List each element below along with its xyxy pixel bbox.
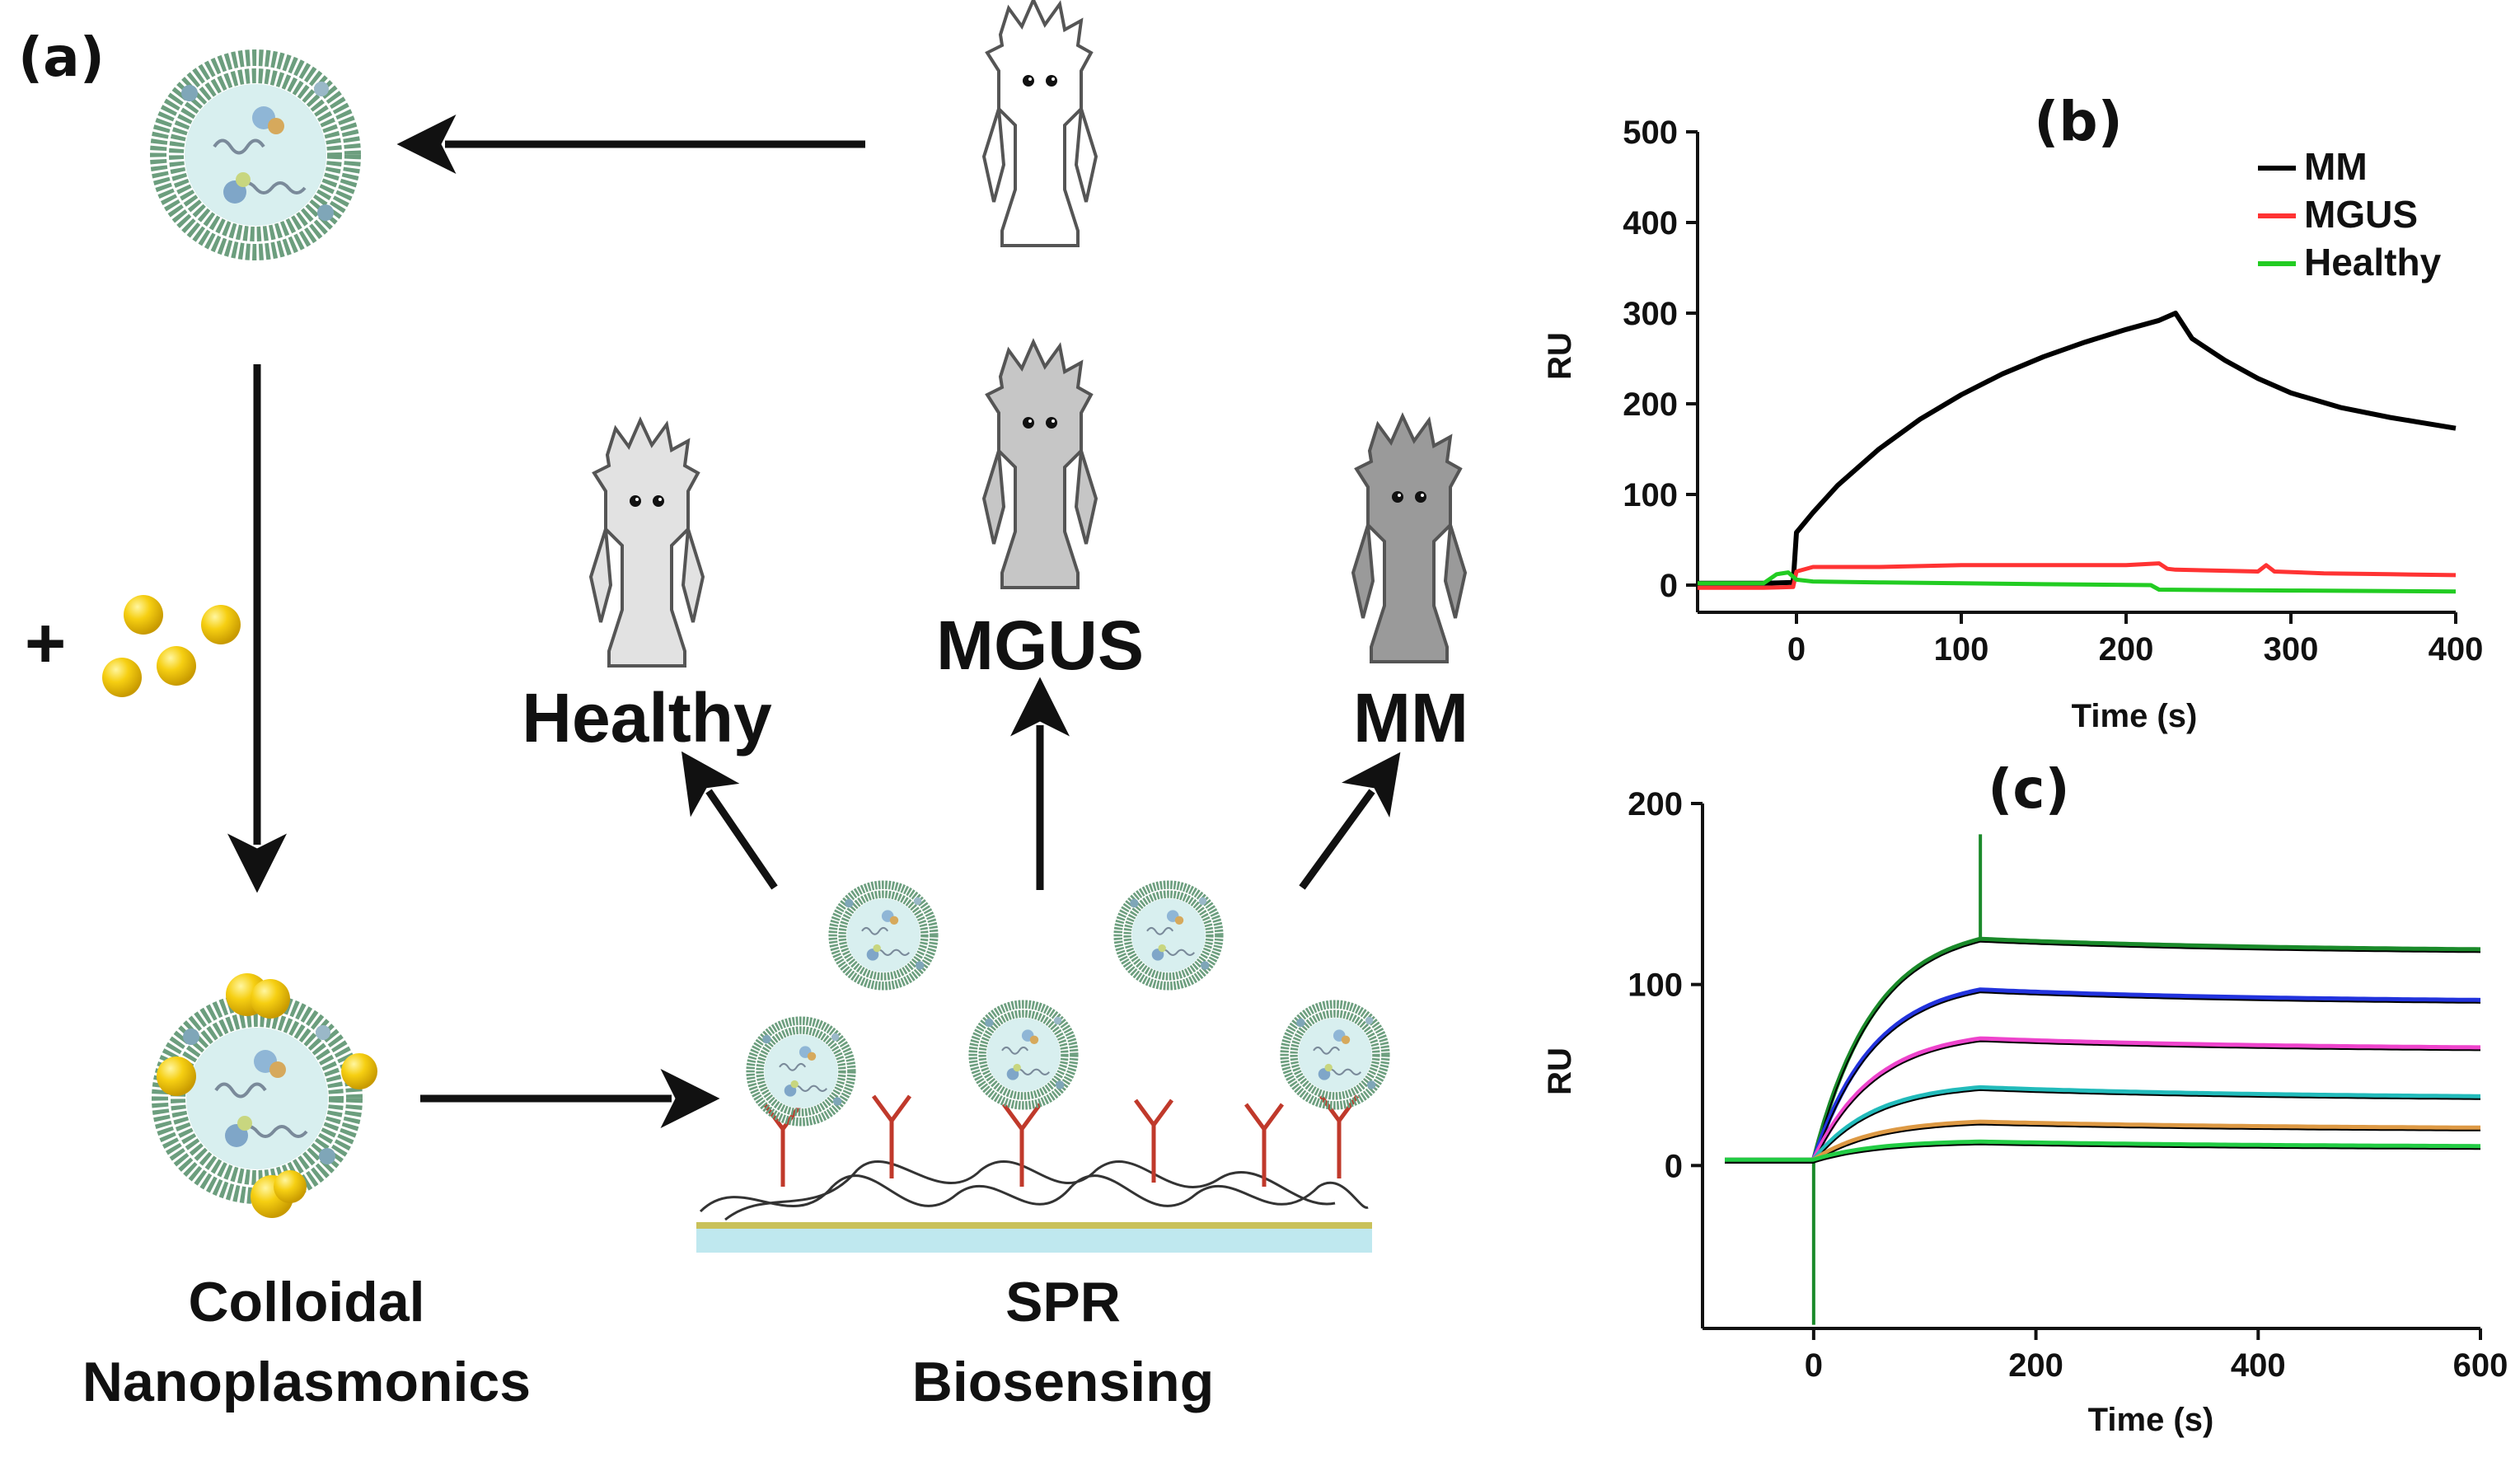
chart-c-sensorgram-6: [1725, 1139, 2480, 1163]
chart-b-ytick-label: 100: [1623, 477, 1678, 513]
plus-sign: +: [25, 604, 66, 683]
chart-c-ylabel: RU: [1542, 1047, 1578, 1095]
chart-b-ytick-label: 400: [1623, 205, 1678, 241]
chart-b-xtick-label: 200: [2099, 631, 2154, 668]
chart-b: (b) 0 100 200 300 400 500 0 100 200 300 400 Time (…: [1542, 90, 2483, 734]
chart-c-fit-4: [1725, 1089, 2480, 1164]
chart-c-series: [1725, 834, 2481, 1325]
chart-b-xtick-label: 400: [2429, 631, 2484, 668]
chart-c-xtick-label: 600: [2453, 1347, 2508, 1384]
sensor-chip-icon: [696, 1096, 1372, 1253]
chart-c-fit-3: [1725, 1040, 2480, 1164]
chart-c-fit-5: [1725, 1123, 2480, 1164]
chart-b-ytick-label: 300: [1623, 296, 1678, 332]
chart-b-legend: MM MGUS Healthy: [2258, 145, 2442, 283]
chart-c-axes: [1701, 803, 2480, 1330]
chart-b-ytick-label: 200: [1623, 387, 1678, 423]
chart-b-legend-label: MGUS: [2304, 193, 2418, 236]
chart-c-xtick-label: 400: [2231, 1347, 2286, 1384]
arrow-to-healthy: [681, 751, 778, 890]
mm-person-icon: [1351, 415, 1467, 663]
chart-c-ticks: 0 100 200 0 200 400 600: [1628, 786, 2508, 1384]
chart-b-series-mgus: [1698, 561, 2457, 590]
chart-c-xtick-label: 0: [1805, 1347, 1823, 1384]
chart-c-fit-6: [1725, 1143, 2480, 1164]
chart-b-xlabel: Time (s): [2072, 698, 2198, 734]
chart-b-xtick-label: 300: [2264, 631, 2319, 668]
panel-a-label: (a): [18, 26, 105, 89]
chart-c-sensorgram-5: [1725, 1119, 2480, 1163]
chart-c-fit-2: [1725, 991, 2481, 1164]
healthy-person-icon: [589, 419, 705, 668]
chart-b-legend-label: Healthy: [2304, 241, 2442, 283]
gold-nanoparticle-icon: [102, 595, 241, 697]
nanoplasmonics-label: Nanoplasmonics: [82, 1351, 531, 1413]
chart-b-ytick-label: 0: [1660, 568, 1678, 604]
mm-label: MM: [1353, 679, 1468, 757]
chart-c-ytick-label: 200: [1628, 786, 1683, 822]
mgus-person-icon: [982, 340, 1098, 589]
chart-b-legend-label: MM: [2304, 145, 2368, 188]
arrow-to-mm: [1299, 752, 1401, 890]
chart-b-axes: [1696, 132, 2456, 614]
chart-b-xtick-label: 100: [1934, 631, 1989, 668]
chart-c: (c) 0 100 200 0 200 400 600 Time (s) RU: [1542, 757, 2508, 1438]
chart-c-xtick-label: 200: [2008, 1347, 2063, 1384]
chart-b-ticks: 0 100 200 300 400 500 0 100 200 300 400: [1623, 115, 2483, 668]
panel-a: (a) + Colloidal Na: [18, 0, 1468, 1413]
colloidal-label: Colloidal: [188, 1271, 424, 1333]
chart-b-ytick-label: 500: [1623, 115, 1678, 151]
chart-c-sensorgram-3: [1725, 1036, 2480, 1163]
mgus-label: MGUS: [936, 607, 1144, 684]
chart-c-ytick-label: 100: [1628, 967, 1683, 1004]
healthy-label: Healthy: [522, 679, 772, 757]
donor-person-icon: [982, 0, 1098, 247]
chart-c-ytick-label: 0: [1665, 1148, 1683, 1184]
panel-b-label: (b): [2034, 90, 2123, 153]
chart-b-series-healthy: [1698, 570, 2457, 594]
chart-b-ylabel: RU: [1542, 332, 1578, 380]
panel-c-label: (c): [1988, 757, 2069, 821]
chart-c-fit-1: [1725, 940, 2481, 1164]
chart-c-sensorgram-1: [1725, 936, 2481, 1163]
chart-b-series-mm: [1698, 311, 2457, 586]
chart-c-sensorgram-2: [1725, 987, 2481, 1163]
gold-conjugated-exosome-icon: [157, 973, 377, 1218]
biosensing-label: Biosensing: [912, 1351, 1215, 1413]
spr-label: SPR: [1005, 1271, 1121, 1333]
chart-c-sensorgram-4: [1725, 1085, 2480, 1163]
chart-c-xlabel: Time (s): [2088, 1402, 2214, 1438]
chart-b-series: [1698, 311, 2457, 594]
chart-b-xtick-label: 0: [1787, 631, 1806, 668]
